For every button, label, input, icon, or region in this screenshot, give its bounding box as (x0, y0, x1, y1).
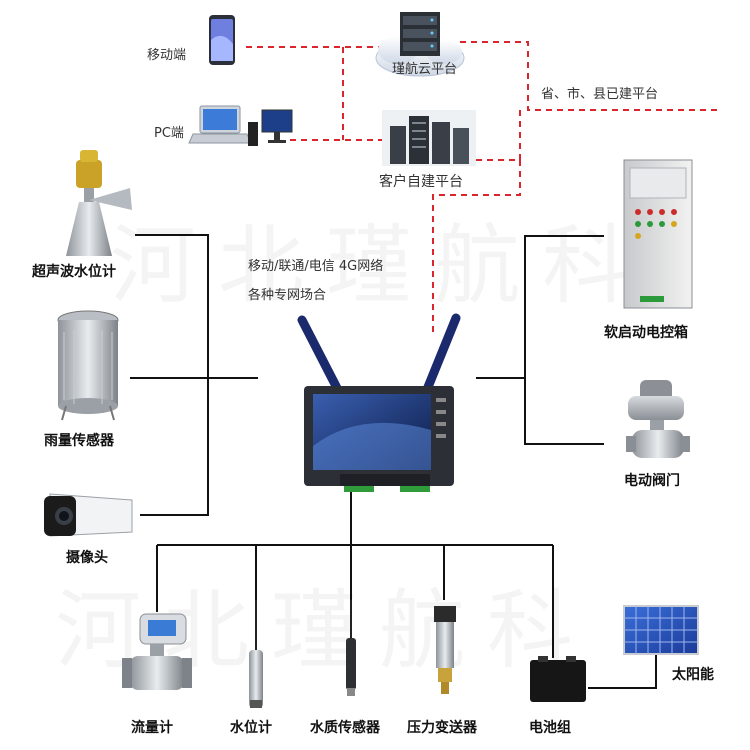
device-label-levelmeter: 水位计 (230, 720, 272, 736)
wire-right-trunk (524, 235, 604, 445)
link-client-gateway (432, 159, 521, 333)
ultrasonic-level-meter-icon (66, 150, 132, 256)
cloud-platform-label: 瑾航云平台 (392, 62, 458, 77)
pressure-transmitter-icon (434, 606, 456, 694)
rain-gauge-icon (57, 310, 119, 421)
wire-solar (588, 655, 657, 689)
private-network-label: 各种专网场合 (248, 288, 327, 303)
device-label-solar: 太阳能 (672, 667, 714, 683)
device-label-pressure: 压力变送器 (407, 720, 477, 736)
water-level-meter-icon (249, 600, 263, 708)
flow-meter-icon (122, 613, 192, 690)
mobile-label: 移动端 (147, 48, 187, 63)
device-label-quality: 水质传感器 (310, 720, 380, 736)
wiring (130, 234, 657, 689)
pc-icon (188, 105, 293, 146)
solar-panel-icon (623, 605, 699, 655)
client-server-icon (382, 110, 476, 166)
device-label-cabinet: 软启动电控箱 (604, 325, 688, 341)
wire-left-trunk (135, 234, 209, 516)
carrier-network-label: 移动/联通/电信 4G网络 (248, 259, 384, 274)
battery-icon (530, 656, 586, 702)
electric-valve-icon (626, 380, 690, 458)
link-cloud-gov (460, 41, 720, 111)
network-links (246, 41, 720, 333)
mobile-phone-icon (209, 15, 235, 65)
water-quality-sensor-icon (346, 600, 356, 696)
device-label-rain: 雨量传感器 (44, 433, 114, 449)
pc-label: PC端 (154, 126, 184, 141)
camera-icon (44, 493, 133, 537)
client-platform-label: 客户自建平台 (379, 174, 463, 190)
gov-platform-label: 省、市、县已建平台 (541, 87, 659, 102)
gateway-device-icon (297, 313, 461, 492)
device-label-battery: 电池组 (529, 720, 571, 736)
device-label-ultrasonic: 超声波水位计 (32, 264, 116, 280)
device-label-valve: 电动阀门 (624, 473, 680, 489)
cloud-server-icon (375, 12, 465, 77)
device-label-flowmeter: 流量计 (131, 720, 173, 736)
device-label-camera: 摄像头 (66, 550, 108, 566)
control-cabinet-icon (623, 159, 693, 309)
